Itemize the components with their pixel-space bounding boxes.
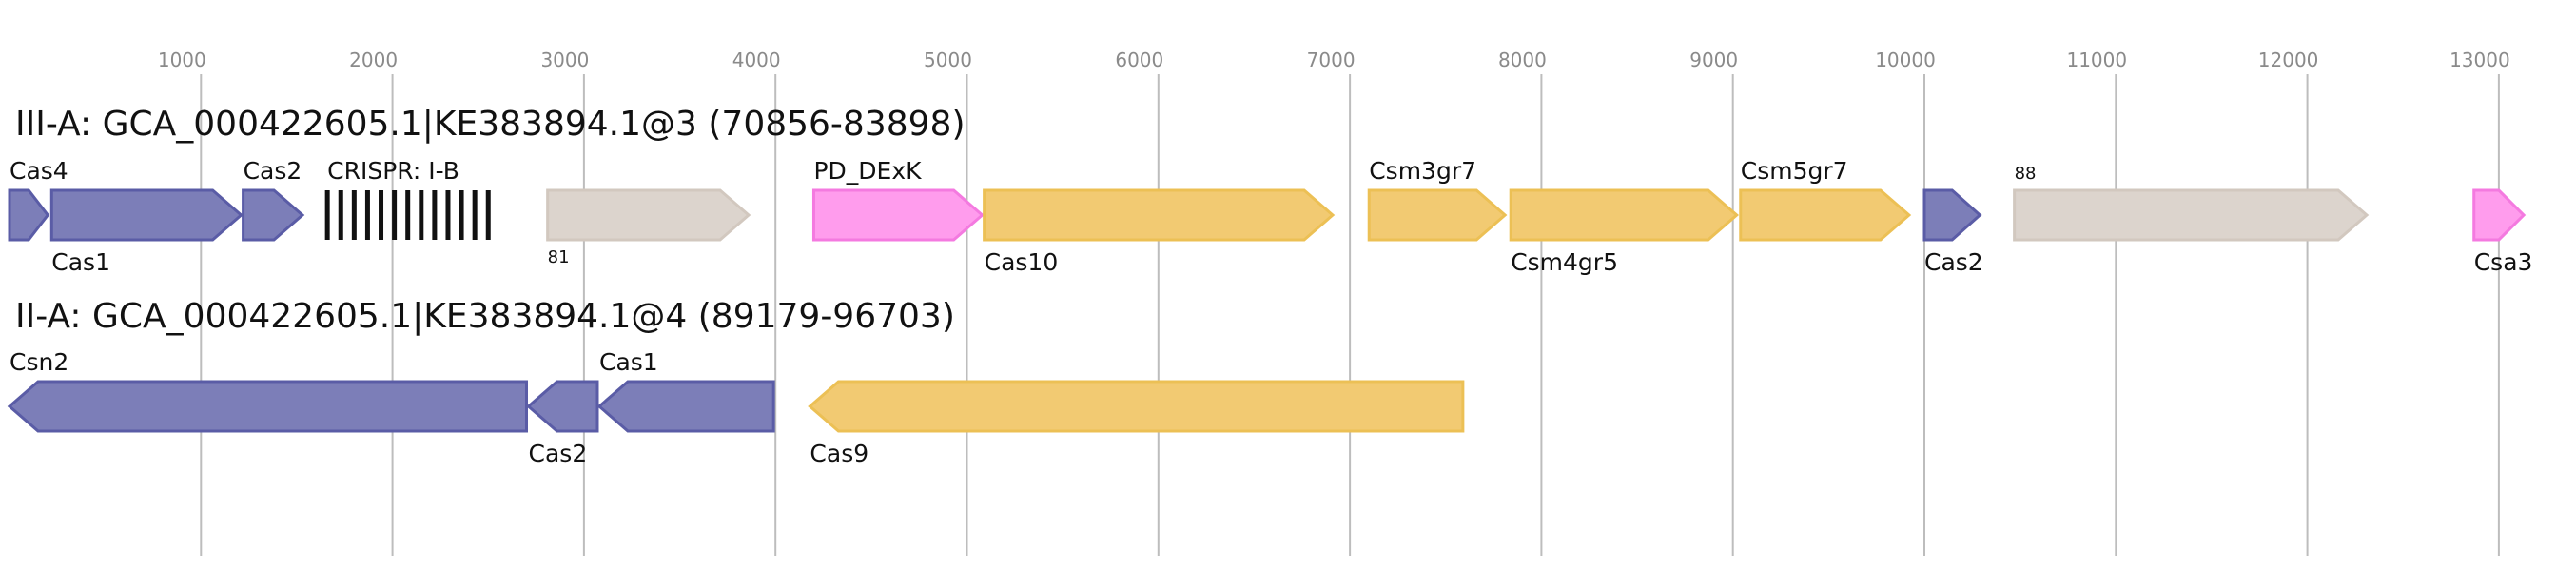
gene-label: Csm5gr7 [1741,157,1848,185]
crispr-repeat [351,190,357,240]
tick-label: 11000 [2066,49,2127,71]
gene-arrow-cas2[interactable] [1922,188,1982,242]
gene-arrow-88[interactable] [2013,188,2370,242]
gene-label: Csa3 [2474,248,2533,276]
gene-label: Cas4 [10,157,68,185]
crispr-repeat [485,190,491,240]
crispr-repeat [338,190,343,240]
locus-title-2: II-A: GCA_000422605.1|KE383894.1@4 (8917… [15,297,955,336]
gene-arrow-cas1[interactable] [596,380,775,433]
gene-arrow-csa3[interactable] [2472,188,2527,242]
tick-label: 10000 [1875,49,1936,71]
gene-arrow-81[interactable] [546,188,751,242]
gene-label: CRISPR: I-B [327,157,459,185]
tick-label: 1000 [158,49,206,71]
gene-arrow-cas9[interactable] [808,380,1465,433]
gene-label: Csm4gr5 [1511,248,1618,276]
crispr-repeat [459,190,464,240]
tick-label: 7000 [1307,49,1356,71]
gene-label: Csn2 [10,348,68,376]
gene-label: PD_DExK [813,157,922,185]
crispr-repeat [405,190,411,240]
gene-label: Cas1 [51,248,110,276]
gene-arrow-pd-dexk[interactable] [811,188,985,242]
gene-arrow-cas4[interactable] [8,188,50,242]
gene-arrow-csm3gr7[interactable] [1367,188,1508,242]
gene-label: 81 [548,247,570,267]
gene-label: Cas10 [985,248,1059,276]
tick-label: 12000 [2258,49,2319,71]
tick-label: 8000 [1498,49,1547,71]
tick-label: 9000 [1689,49,1738,71]
gene-arrow-csm4gr5[interactable] [1509,188,1740,242]
crispr-repeat [445,190,451,240]
crispr-array [324,190,491,240]
locus-titles: III-A: GCA_000422605.1|KE383894.1@3 (708… [15,105,966,336]
gene-arrow-cas2[interactable] [526,380,599,433]
tick-label: 3000 [540,49,589,71]
crispr-repeat [392,190,398,240]
tick-label: 6000 [1115,49,1163,71]
tick-label: 13000 [2449,49,2510,71]
gene-arrow-cas10[interactable] [983,188,1336,242]
gene-label: Cas2 [244,157,302,185]
gene-arrow-cas1[interactable] [49,188,244,242]
locus-title-1: III-A: GCA_000422605.1|KE383894.1@3 (708… [15,105,966,144]
grid-layer: 1000 2000 3000 4000 5000 6000 7000 8000 9000 1000… [158,49,2510,556]
tick-label: 4000 [732,49,781,71]
gene-label: 88 [2015,164,2037,184]
tick-label: 5000 [924,49,972,71]
crispr-repeat [419,190,424,240]
crispr-repeat [472,190,478,240]
tick-label: 2000 [349,49,398,71]
gene-label: Csm3gr7 [1369,157,1476,185]
gene-arrow-csm5gr7[interactable] [1739,188,1912,242]
gene-arrow-csn2[interactable] [7,380,529,433]
gene-label: Cas2 [529,440,588,467]
gene-label: Cas1 [599,348,658,376]
crispr-repeat [432,190,438,240]
crispr-repeat [364,190,370,240]
gene-label: Cas9 [810,440,868,467]
gene-label: Cas2 [1924,248,1983,276]
crispr-repeat [379,190,384,240]
gene-arrow-cas2[interactable] [242,188,305,242]
crispr-repeat [324,190,330,240]
